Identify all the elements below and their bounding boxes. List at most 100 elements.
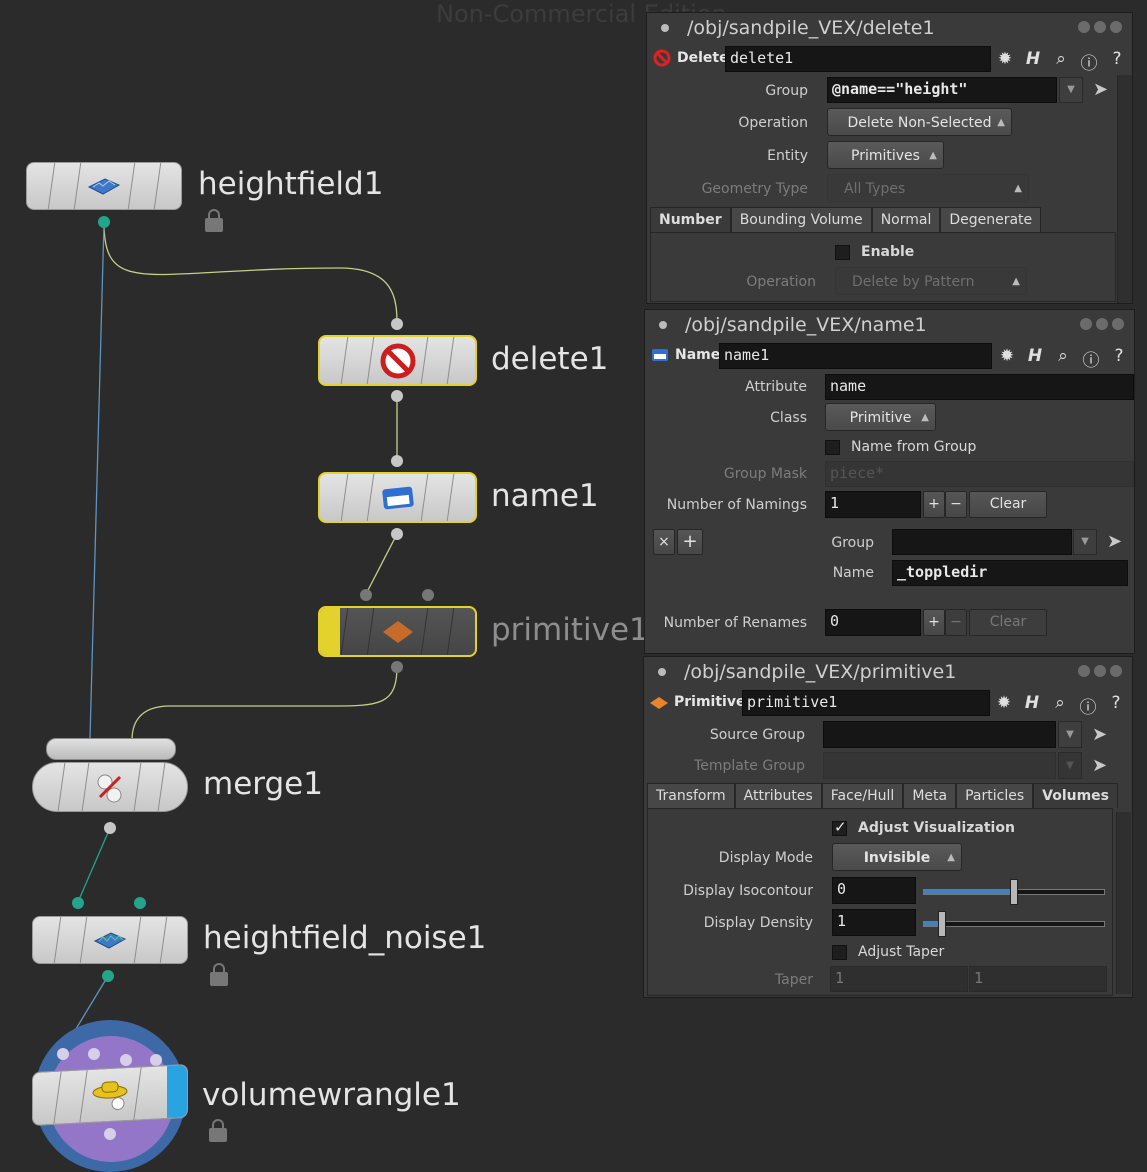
adjust-visualization-checkbox[interactable]: ✓ <box>832 818 847 836</box>
minimize-icon[interactable] <box>1080 318 1092 330</box>
display-mode-menu[interactable]: Invisible▲ <box>832 843 962 871</box>
group-dropdown-button[interactable]: ▼ <box>1059 77 1083 103</box>
tab-transform[interactable]: Transform <box>647 783 735 809</box>
attribute-field[interactable]: name <box>825 374 1134 400</box>
output-port[interactable] <box>391 528 403 540</box>
close-icon[interactable] <box>1110 665 1122 677</box>
taper-x-field[interactable]: 1 <box>830 966 968 992</box>
clear-namings-button[interactable]: Clear <box>969 491 1047 518</box>
tab-number[interactable]: Number <box>650 207 731 233</box>
remove-rename-button[interactable]: − <box>945 609 967 636</box>
display-flag[interactable] <box>320 608 340 655</box>
minimize-icon[interactable] <box>1078 21 1090 33</box>
info-icon[interactable]: ⓘ <box>1082 351 1100 371</box>
input-port[interactable] <box>134 897 146 909</box>
node-name-field[interactable]: primitive1 <box>742 690 990 716</box>
operation-menu[interactable]: Delete Non-Selected▲ <box>827 108 1012 136</box>
taper-y-field[interactable]: 1 <box>969 966 1107 992</box>
help-h-icon[interactable]: H <box>1025 49 1041 69</box>
class-menu[interactable]: Primitive▲ <box>825 403 936 431</box>
number-of-namings-field[interactable]: 1 <box>825 491 921 518</box>
template-flag[interactable] <box>167 1064 187 1119</box>
entity-menu[interactable]: Primitives▲ <box>827 141 944 169</box>
select-arrow-icon[interactable]: ➤ <box>1092 724 1108 745</box>
node-volumewrangle1[interactable] <box>32 1063 188 1127</box>
output-port[interactable] <box>104 822 116 834</box>
add-naming-button[interactable]: + <box>923 491 945 518</box>
output-port[interactable] <box>104 1128 116 1140</box>
tab-volumes[interactable]: Volumes <box>1033 783 1118 809</box>
pin-icon[interactable] <box>659 321 667 329</box>
insert-instance-button[interactable]: + <box>677 529 703 555</box>
help-icon[interactable]: ? <box>1112 49 1122 69</box>
adjust-taper-checkbox[interactable] <box>832 945 847 960</box>
select-arrow-icon[interactable]: ➤ <box>1093 79 1109 100</box>
scrollbar[interactable] <box>1116 812 1131 994</box>
close-icon[interactable] <box>1112 318 1124 330</box>
node-primitive1[interactable] <box>318 606 477 657</box>
template-group-field[interactable] <box>823 752 1056 779</box>
maximize-icon[interactable] <box>1096 318 1108 330</box>
node-name1[interactable] <box>318 472 477 523</box>
source-group-field[interactable] <box>823 721 1056 748</box>
help-icon[interactable]: ? <box>1111 693 1121 713</box>
merge-input-bar[interactable] <box>46 738 176 760</box>
select-arrow-icon[interactable]: ➤ <box>1107 531 1123 552</box>
instance-name-field[interactable]: _toppledir <box>892 560 1128 586</box>
source-group-dropdown-button[interactable]: ▼ <box>1058 721 1082 748</box>
input-port[interactable] <box>422 589 434 601</box>
number-of-renames-field[interactable]: 0 <box>825 609 921 636</box>
output-port[interactable] <box>102 970 114 982</box>
node-name-field[interactable]: name1 <box>719 343 992 369</box>
pin-icon[interactable] <box>661 24 669 32</box>
output-port[interactable] <box>391 661 403 673</box>
output-port[interactable] <box>98 216 110 228</box>
help-icon[interactable]: ? <box>1114 346 1124 366</box>
display-density-field[interactable]: 1 <box>832 909 916 936</box>
scrollbar[interactable] <box>1117 75 1132 303</box>
info-icon[interactable]: ⓘ <box>1079 698 1097 718</box>
input-port[interactable] <box>391 455 403 467</box>
pin-icon[interactable] <box>658 668 666 676</box>
panel-titlebar[interactable]: /obj/sandpile_VEX/delete1 <box>647 13 1132 43</box>
instance-group-field[interactable] <box>892 529 1072 555</box>
gear-icon[interactable]: ✹ <box>996 693 1012 713</box>
node-name-field[interactable]: delete1 <box>725 46 991 72</box>
operation2-menu[interactable]: Delete by Pattern▲ <box>835 267 1027 295</box>
node-heightfield1[interactable] <box>26 162 182 210</box>
close-icon[interactable] <box>1110 21 1122 33</box>
input-port[interactable] <box>391 318 403 330</box>
tab-particles[interactable]: Particles <box>956 783 1034 809</box>
remove-naming-button[interactable]: − <box>945 491 967 518</box>
display-isocontour-field[interactable]: 0 <box>832 877 916 904</box>
template-group-dropdown-button[interactable]: ▼ <box>1058 752 1082 779</box>
display-density-slider-knob[interactable] <box>938 911 946 937</box>
search-icon[interactable]: ⌕ <box>1058 346 1068 366</box>
display-density-slider[interactable] <box>923 921 1105 927</box>
panel-titlebar[interactable]: /obj/sandpile_VEX/primitive1 <box>644 657 1132 687</box>
node-delete1[interactable] <box>318 335 477 386</box>
display-isocontour-slider-knob[interactable] <box>1010 879 1018 905</box>
group-mask-field[interactable]: piece* <box>825 461 1134 487</box>
tab-normal[interactable]: Normal <box>871 207 941 233</box>
search-icon[interactable]: ⌕ <box>1056 49 1066 69</box>
gear-icon[interactable]: ✹ <box>997 49 1013 69</box>
tab-attributes[interactable]: Attributes <box>734 783 822 809</box>
minimize-icon[interactable] <box>1078 665 1090 677</box>
tab-bounding-volume[interactable]: Bounding Volume <box>730 207 872 233</box>
add-rename-button[interactable]: + <box>923 609 945 636</box>
maximize-icon[interactable] <box>1094 21 1106 33</box>
help-h-icon[interactable]: H <box>1027 346 1043 366</box>
input-port[interactable] <box>150 1054 162 1066</box>
group-field[interactable]: @name=="height" <box>827 77 1057 103</box>
name-from-group-checkbox[interactable] <box>825 440 840 455</box>
clear-renames-button[interactable]: Clear <box>969 609 1047 636</box>
input-port[interactable] <box>88 1048 100 1060</box>
output-port[interactable] <box>391 390 403 402</box>
search-icon[interactable]: ⌕ <box>1055 693 1065 713</box>
geometry-type-menu[interactable]: All Types▲ <box>827 174 1029 202</box>
input-port[interactable] <box>72 897 84 909</box>
select-arrow-icon[interactable]: ➤ <box>1092 755 1108 776</box>
remove-instance-button[interactable]: × <box>653 529 675 555</box>
panel-titlebar[interactable]: /obj/sandpile_VEX/name1 <box>645 310 1134 340</box>
